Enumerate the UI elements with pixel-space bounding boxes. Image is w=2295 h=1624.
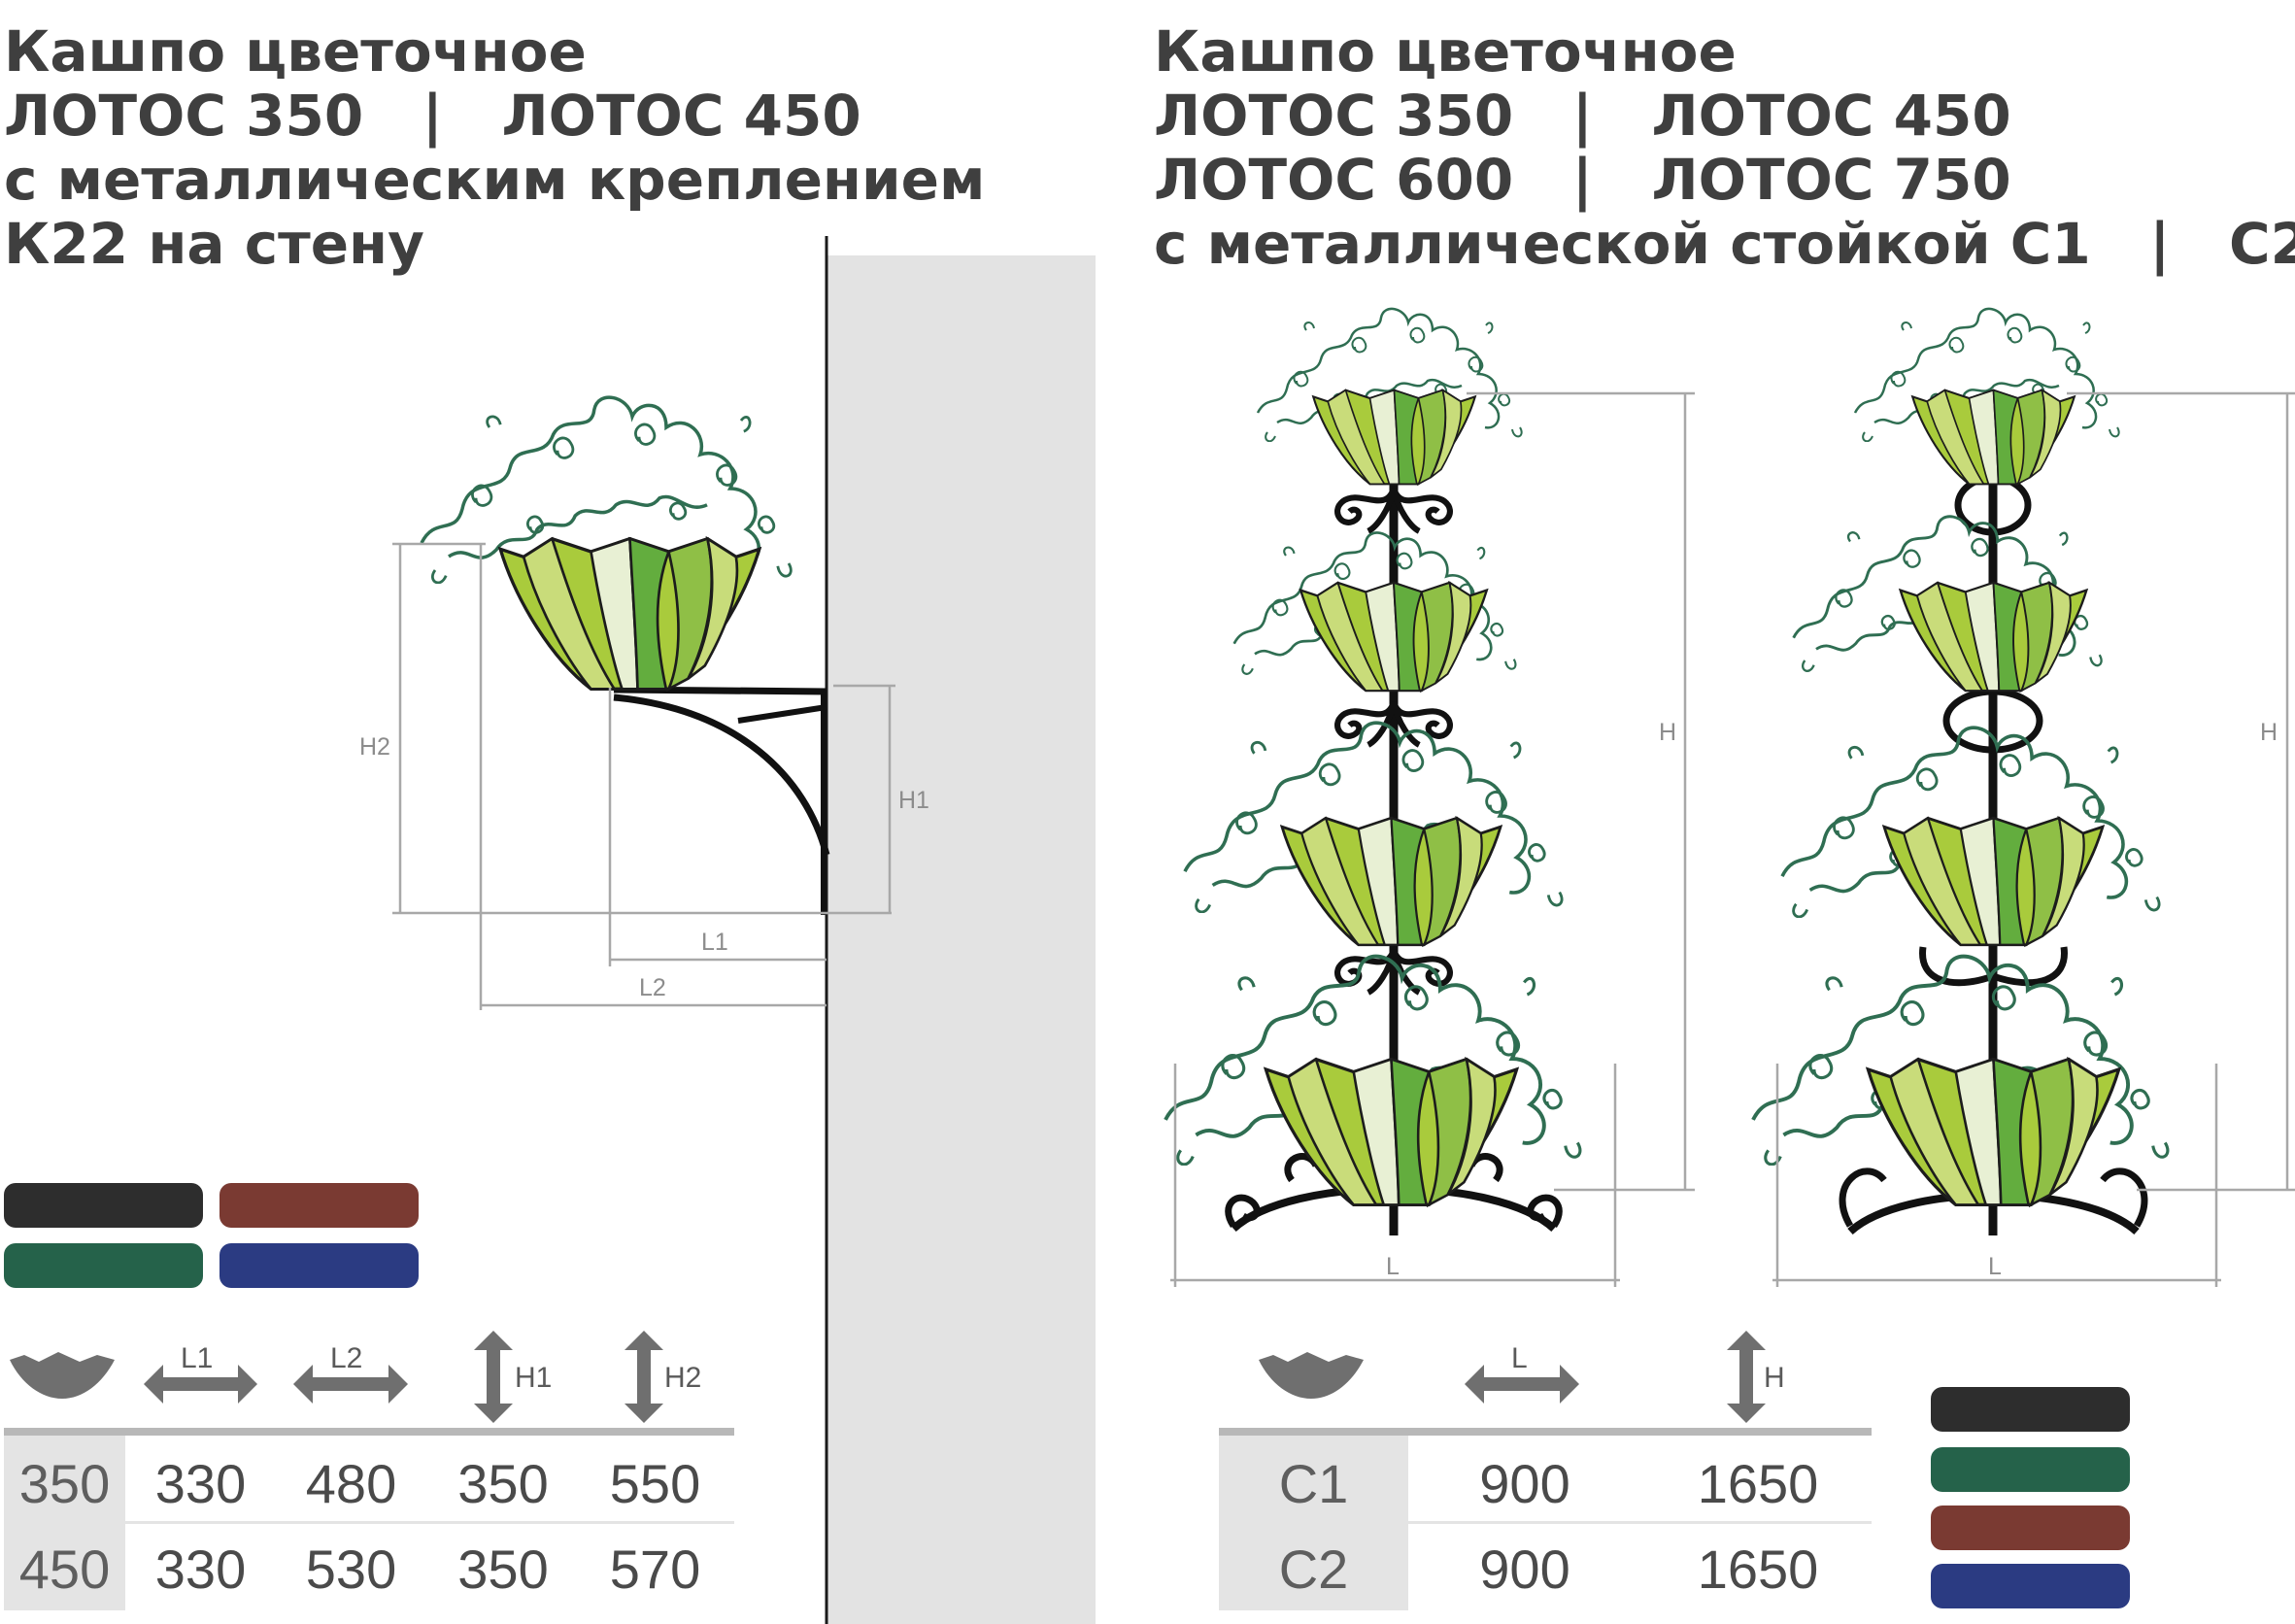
c2-dim-h: H — [2260, 719, 2278, 746]
right-row-2-l: 900 — [1479, 1539, 1570, 1600]
bracket-arc — [613, 694, 830, 856]
right-title-line-3: ЛОТОС 600 | ЛОТОС 750 — [1154, 147, 2011, 213]
width-arrow-icon-l — [1465, 1365, 1579, 1404]
left-swatch-blue — [219, 1243, 419, 1288]
left-header-l2: L2 — [330, 1342, 362, 1374]
width-arrow-icon-l1 — [144, 1365, 257, 1404]
left-dim-l2: L2 — [639, 974, 666, 1001]
right-row-1-model: С1 — [1278, 1453, 1349, 1514]
left-header-h2: H2 — [664, 1362, 701, 1394]
left-title-line-1: Кашпо цветочное — [4, 18, 587, 85]
left-row-2-model: 450 — [18, 1539, 111, 1600]
right-header-h: H — [1764, 1362, 1785, 1394]
left-row-1-h2: 550 — [609, 1453, 701, 1514]
stand-c2 — [1753, 307, 2168, 1235]
left-row-1-l1: 330 — [154, 1453, 247, 1514]
height-arrow-icon-h — [1727, 1331, 1766, 1423]
c2-dim-l: L — [1988, 1253, 2002, 1280]
height-arrow-icon-h2 — [624, 1331, 663, 1423]
left-row-2-h2: 570 — [609, 1539, 701, 1600]
left-planter-bowl — [498, 536, 761, 692]
right-table-header-icons — [1259, 1331, 1766, 1423]
right-title-line-1: Кашпо цветочное — [1154, 18, 1737, 85]
left-row-2-l2: 530 — [305, 1539, 397, 1600]
left-header-h1: H1 — [515, 1362, 552, 1394]
right-dimension-lines — [1170, 391, 2295, 1287]
right-swatch-green — [1931, 1447, 2130, 1492]
right-row-2-model: С2 — [1278, 1539, 1349, 1600]
left-dimension-lines — [392, 542, 895, 1010]
height-arrow-icon-h1 — [474, 1331, 513, 1423]
wall-shade — [827, 255, 1096, 1624]
right-header-l: L — [1511, 1342, 1528, 1374]
right-title-line-4: с металлической стойкой С1 | С2 — [1154, 211, 2295, 277]
right-swatch-black — [1931, 1387, 2130, 1432]
left-row-1-model: 350 — [18, 1453, 111, 1514]
right-row-2-h: 1650 — [1697, 1539, 1819, 1600]
left-title-line-3: с металлическим креплением — [4, 147, 986, 213]
left-swatch-green — [4, 1243, 203, 1288]
c1-dim-l: L — [1386, 1253, 1400, 1280]
bowl-icon — [1259, 1352, 1364, 1399]
left-row-1-l2: 480 — [305, 1453, 397, 1514]
left-dim-l1: L1 — [701, 929, 728, 956]
left-table-header-icons — [10, 1331, 663, 1423]
right-title-line-2: ЛОТОС 350 | ЛОТОС 450 — [1154, 83, 2011, 149]
right-row-1-h: 1650 — [1697, 1453, 1819, 1514]
left-title-line-2: ЛОТОС 350 | ЛОТОС 450 — [4, 83, 861, 149]
right-swatch-brown — [1931, 1506, 2130, 1550]
right-swatch-blue — [1931, 1564, 2130, 1608]
c1-dim-h: H — [1659, 719, 1676, 746]
right-title: Кашпо цветочное ЛОТОС 350 | ЛОТОС 450 ЛО… — [1154, 19, 2295, 276]
bracket-strut — [737, 704, 827, 724]
left-title-line-4: К22 на стену — [4, 211, 424, 277]
width-arrow-icon-l2 — [293, 1365, 408, 1404]
right-row-1-l: 900 — [1479, 1453, 1570, 1514]
left-dim-h2: H2 — [359, 733, 390, 761]
left-swatch-brown — [219, 1183, 419, 1228]
left-row-1-h1: 350 — [457, 1453, 549, 1514]
left-row-2-l1: 330 — [154, 1539, 247, 1600]
stand-c1 — [1165, 307, 1580, 1235]
left-header-l1: L1 — [181, 1342, 213, 1374]
left-row-2-h1: 350 — [457, 1539, 549, 1600]
left-dim-h1: H1 — [898, 787, 929, 814]
left-swatch-black — [4, 1183, 203, 1228]
left-title: Кашпо цветочное ЛОТОС 350 | ЛОТОС 450 с … — [4, 19, 985, 276]
bowl-icon — [10, 1352, 115, 1399]
